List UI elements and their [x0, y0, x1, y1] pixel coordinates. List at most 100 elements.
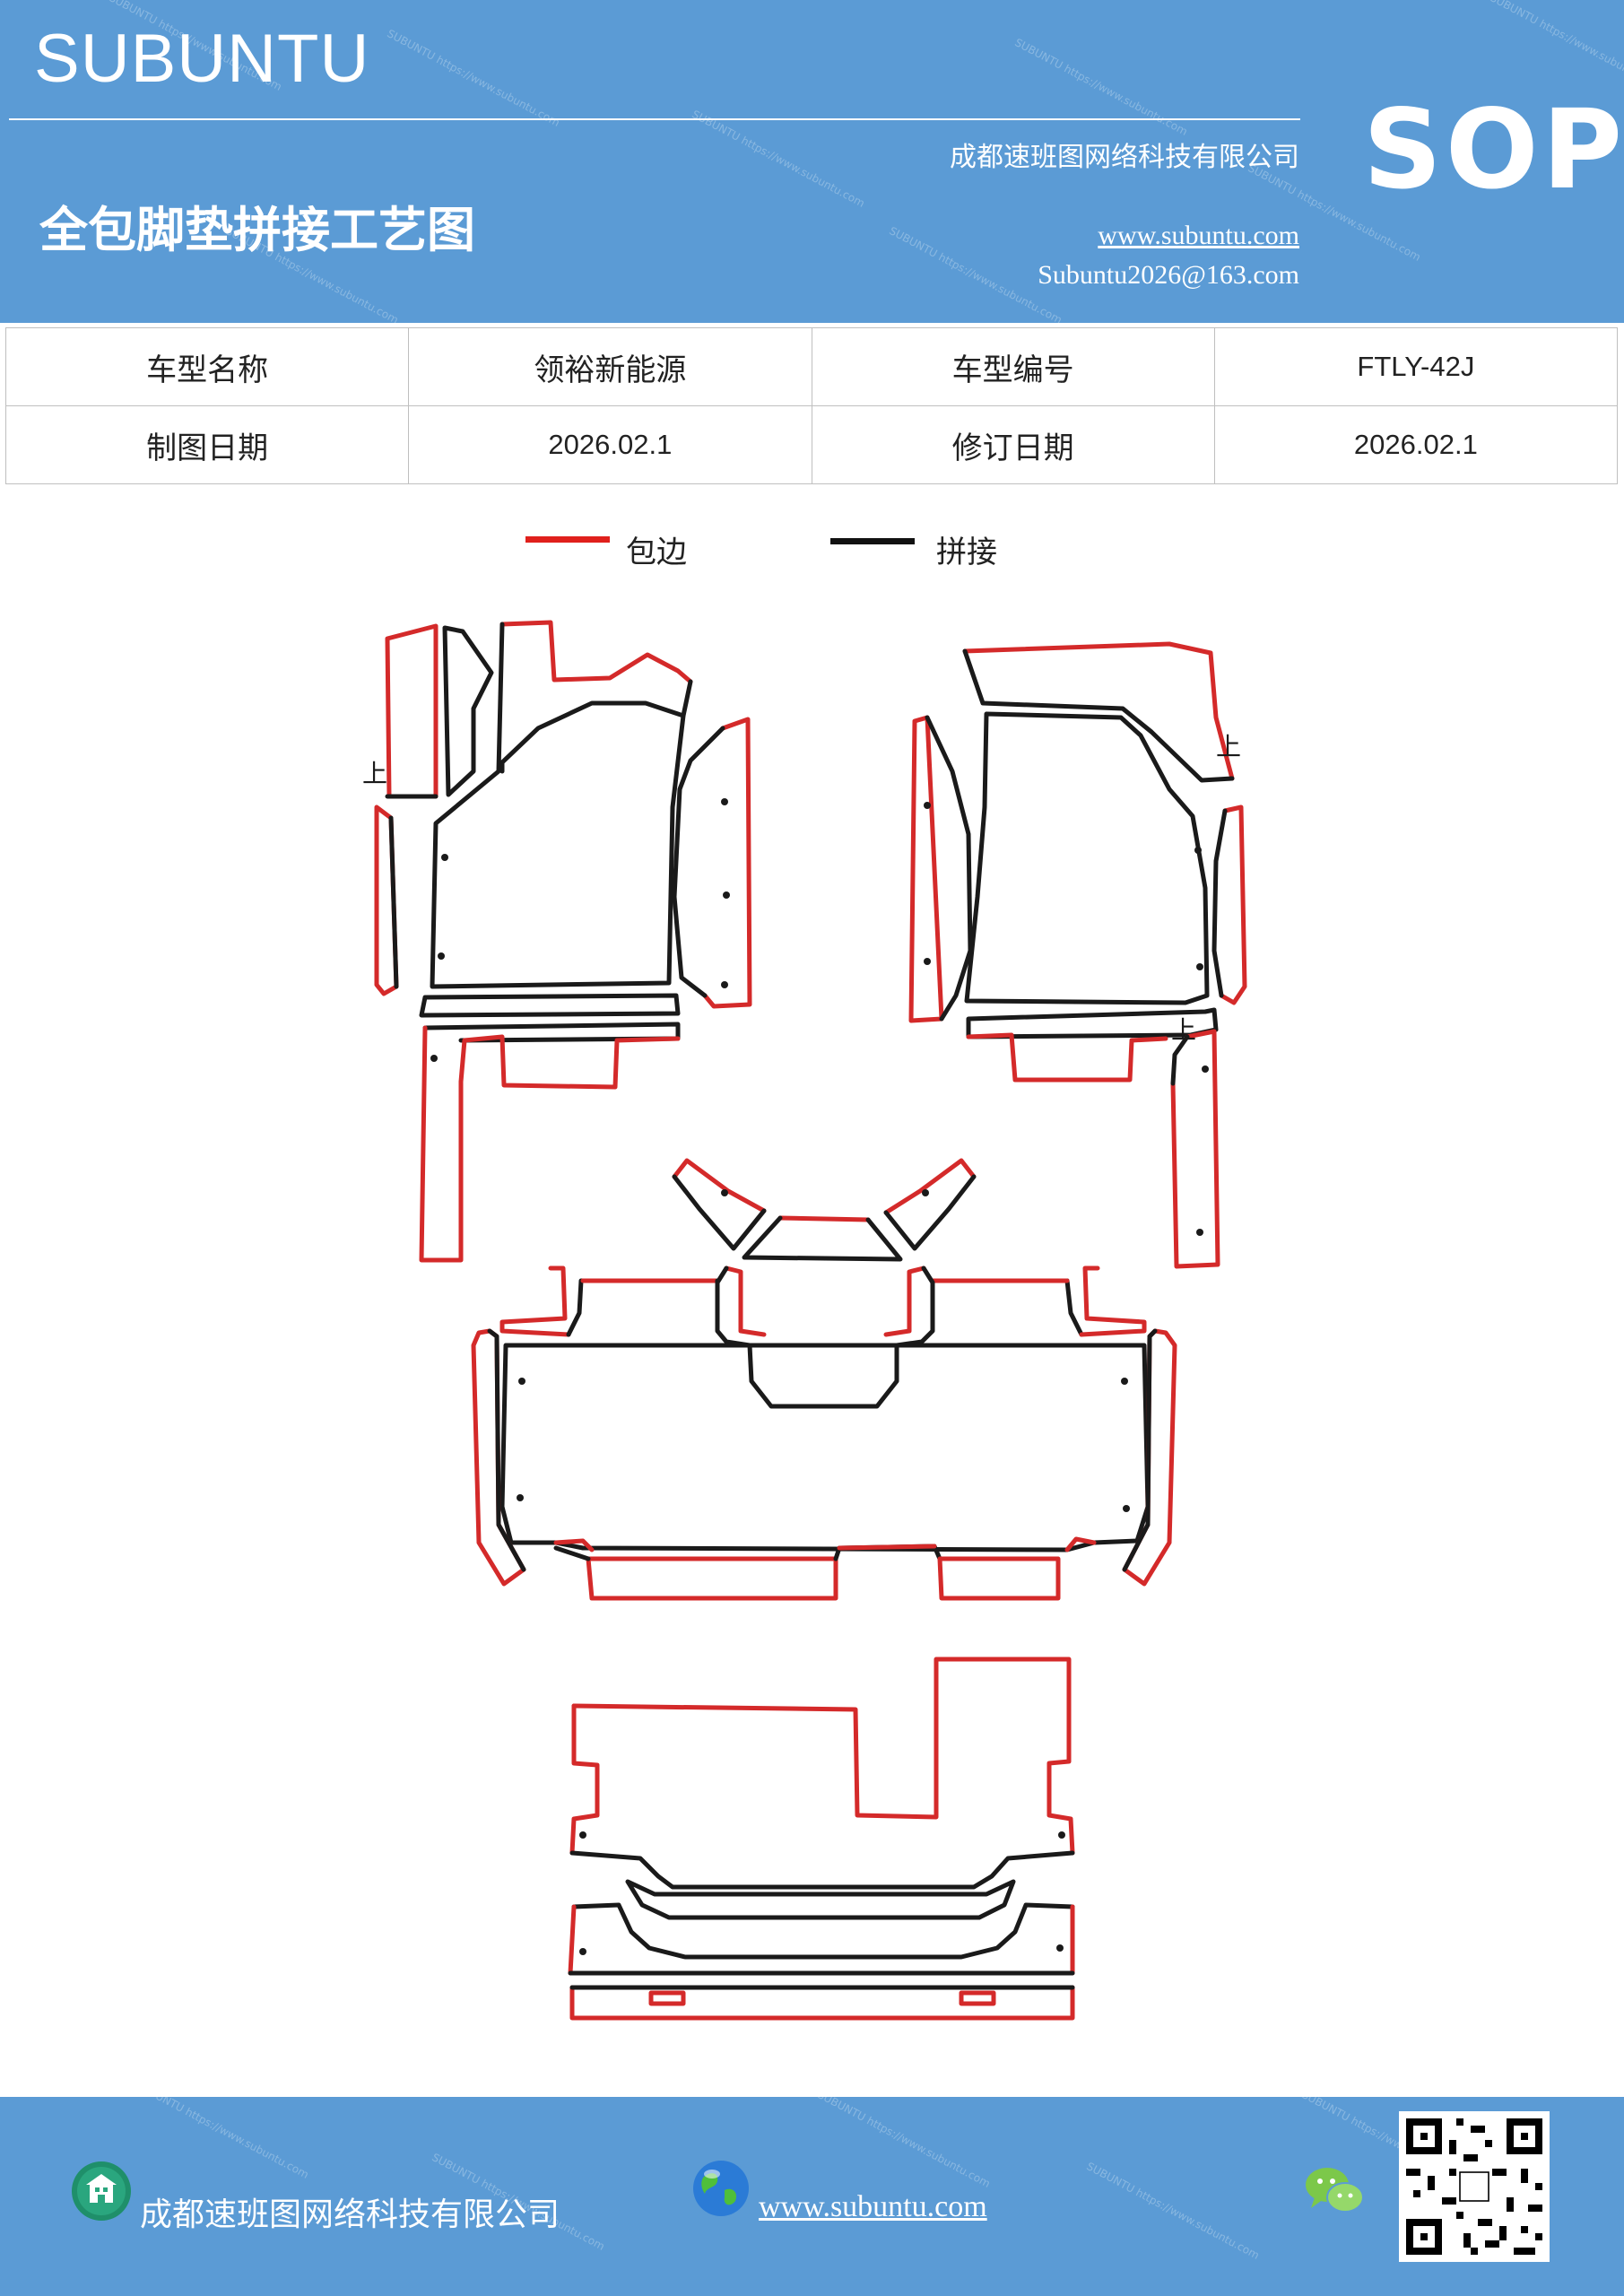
mat-piece [837, 1544, 937, 1551]
mat-piece [586, 1556, 838, 1601]
mount-hole [1121, 1378, 1128, 1385]
model-name-value: 领裕新能源 [408, 327, 812, 406]
mat-piece [430, 622, 686, 989]
mount-hole [438, 952, 445, 960]
qr-code[interactable] [1399, 2111, 1550, 2262]
mat-piece [925, 715, 973, 1022]
second-row-mat-group [471, 1158, 1177, 1601]
mount-hole [922, 1189, 929, 1196]
mat-piece [962, 648, 1235, 783]
building-icon [72, 2161, 131, 2221]
mat-piece [962, 641, 1235, 781]
orientation-mark: 上 [1216, 732, 1241, 761]
mat-piece [1079, 1265, 1147, 1337]
mat-piece [419, 993, 681, 1018]
mat-piece [648, 1990, 686, 2006]
legend-seam-label: 拼接 [936, 535, 997, 570]
mat-piece [777, 1215, 871, 1222]
draw-date-label: 制图日期 [4, 405, 410, 484]
model-name-label: 车型名称 [4, 327, 410, 406]
vehicle-info-table: 车型名称 领裕新能源 车型编号 FTLY-42J 制图日期 2026.02.1 … [4, 327, 1619, 484]
header-website-link[interactable]: www.subuntu.com [1098, 221, 1299, 250]
mat-piece [625, 1879, 1016, 1920]
mount-hole [430, 1055, 438, 1062]
mount-hole [1058, 1831, 1065, 1839]
mat-piece [966, 1032, 1168, 1083]
mat-piece [569, 1703, 600, 1856]
mount-hole [517, 1494, 524, 1501]
mount-hole [1194, 847, 1202, 854]
mat-piece [388, 815, 399, 989]
mat-piece [672, 1174, 767, 1251]
mat-piece [442, 625, 494, 797]
legend-edge-swatch [525, 536, 610, 543]
mount-hole [924, 958, 931, 965]
mount-hole [441, 854, 448, 861]
mount-hole [579, 1831, 586, 1839]
mat-piece [883, 1158, 977, 1215]
watermark: SUBUNTU https://www.subuntu.com [1084, 2160, 1262, 2262]
footer-company-name: 成都速班图网络科技有限公司 [140, 2196, 560, 2233]
mat-piece [1170, 1029, 1220, 1269]
mat-piece [937, 1556, 1061, 1601]
mount-hole [723, 891, 730, 899]
mat-piece [385, 623, 439, 799]
mat-piece [959, 1990, 996, 2006]
mat-piece [566, 1278, 720, 1337]
mat-piece [569, 1985, 1075, 2021]
mount-hole [579, 1948, 586, 1955]
mat-piece [553, 1536, 1097, 1552]
header-banner: SUBUNTU https://www.subuntu.com SUBUNTU … [0, 0, 1624, 326]
mat-piece [908, 715, 944, 1023]
revise-date-label: 修订日期 [811, 405, 1215, 484]
table-row: 车型名称 领裕新能源 车型编号 FTLY-42J [4, 327, 1619, 406]
mount-hole [721, 981, 728, 988]
mat-piece [742, 1215, 903, 1262]
footer-website-link[interactable]: www.subuntu.com [759, 2190, 987, 2223]
model-code-value: FTLY-42J [1213, 327, 1619, 406]
header-divider [9, 118, 1300, 120]
mat-piece [715, 1265, 935, 1285]
orientation-mark: 上 [362, 759, 387, 788]
mount-hole [1202, 1065, 1209, 1073]
mat-piece [1219, 804, 1247, 1005]
mat-piece [964, 711, 1210, 1005]
mat-piece [724, 1265, 767, 1337]
mat-piece [1122, 1328, 1158, 1572]
mat-piece [883, 1265, 926, 1337]
mat-piece [569, 1850, 1075, 1890]
mat-piece [883, 1174, 977, 1251]
draw-date-value: 2026.02.1 [408, 405, 812, 484]
mount-hole [721, 798, 728, 805]
third-row-mat-group [568, 1657, 1075, 2021]
globe-icon [693, 2161, 749, 2216]
mount-hole [1196, 1229, 1203, 1236]
mat-piece [681, 679, 693, 718]
wechat-icon [1306, 2168, 1364, 2213]
mat-piece [571, 1657, 1075, 1856]
mount-hole [924, 802, 931, 809]
driver-mat-group [374, 620, 752, 1263]
header-company-name: 成都速班图网络科技有限公司 [950, 142, 1299, 173]
mat-piece [1170, 1034, 1190, 1086]
orientation-mark: 上 [1171, 1015, 1196, 1045]
mat-piece [571, 1902, 1075, 1960]
mat-piece [499, 1343, 1151, 1552]
mat-piece [487, 1328, 526, 1572]
page-title: 全包脚垫拼接工艺图 [39, 201, 475, 258]
legend-edge-label: 包边 [626, 535, 687, 570]
mat-piece [568, 1904, 1075, 1976]
mat-piece [702, 717, 752, 1009]
brand-logo-text: SUBUNTU [34, 21, 370, 97]
table-row: 制图日期 2026.02.1 修订日期 2026.02.1 [4, 405, 1619, 484]
watermark: SUBUNTU https://www.subuntu.com [815, 2088, 993, 2190]
mount-hole [1056, 1944, 1064, 1952]
header-email: Subuntu2026@163.com [1038, 260, 1299, 290]
model-code-label: 车型编号 [811, 327, 1215, 406]
mat-piece [499, 620, 693, 684]
mat-piece [672, 726, 725, 998]
mat-piece [499, 1265, 571, 1337]
legend-seam-swatch [830, 538, 915, 544]
sop-badge: SOP [1363, 86, 1624, 213]
